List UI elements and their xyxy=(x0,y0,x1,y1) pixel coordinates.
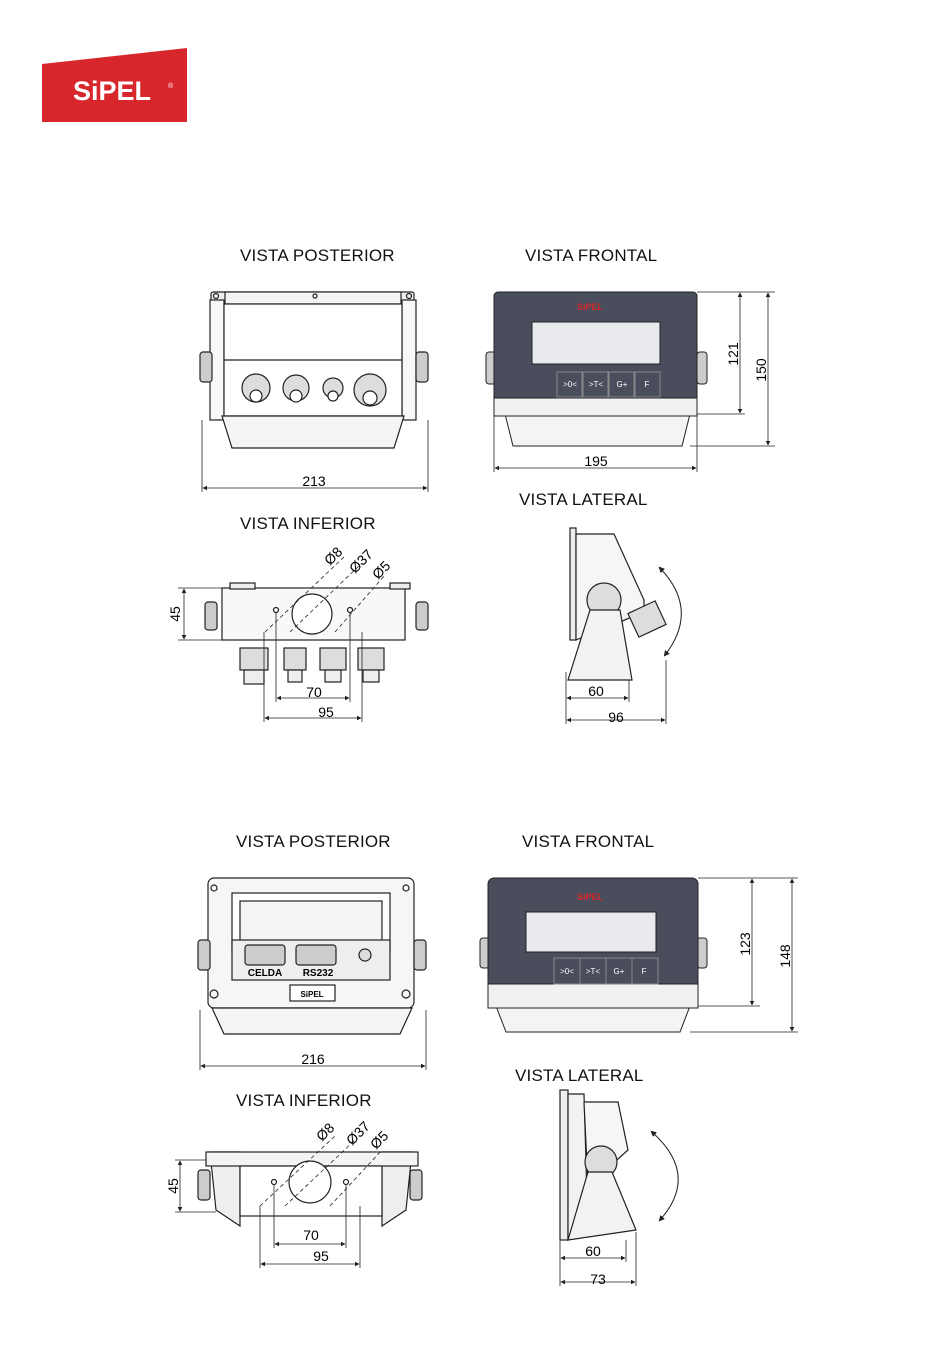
dim-hole-8-2: Ø8 xyxy=(313,1119,338,1144)
dim-inferior-height-1: 45 xyxy=(167,606,183,622)
dim-lateral-60-2: 60 xyxy=(585,1243,601,1259)
dim-width-frontal-1: 195 xyxy=(584,453,608,469)
dim-hole-5-1: Ø5 xyxy=(369,557,394,582)
frontal-view-1: SiPEL >0< >T< G+ F xyxy=(486,292,775,472)
dim-inferior-height-2: 45 xyxy=(165,1178,181,1194)
dim-inferior-70-2: 70 xyxy=(303,1227,319,1243)
dim-inferior-95-1: 95 xyxy=(318,704,334,720)
connector-rs232: RS232 xyxy=(303,968,334,979)
lateral-view-2 xyxy=(560,1090,678,1286)
posterior-view-1 xyxy=(200,292,428,492)
rear-plate-logo: SiPEL xyxy=(300,990,323,999)
dim-height-1: 150 xyxy=(753,358,769,382)
inferior-view-2 xyxy=(175,1136,422,1268)
dim-lateral-96-1: 96 xyxy=(608,709,624,725)
dim-height-2: 148 xyxy=(777,944,793,968)
frontal-logo-1: SiPEL xyxy=(577,302,604,312)
lateral-view-1 xyxy=(566,528,681,724)
dim-lateral-60-1: 60 xyxy=(588,683,604,699)
svg-text:F: F xyxy=(642,967,647,976)
dim-inner-height-2: 123 xyxy=(737,932,753,956)
dim-hole-8-1: Ø8 xyxy=(321,543,346,568)
dim-inner-height-1: 121 xyxy=(725,342,741,366)
dim-width-posterior-1: 213 xyxy=(302,473,326,489)
dim-inferior-70-1: 70 xyxy=(306,684,322,700)
svg-text:>T<: >T< xyxy=(589,380,604,389)
dim-width-posterior-2: 216 xyxy=(301,1051,325,1067)
svg-text:F: F xyxy=(645,380,650,389)
svg-text:>0<: >0< xyxy=(560,967,574,976)
dim-lateral-73-2: 73 xyxy=(590,1271,606,1287)
dim-inferior-95-2: 95 xyxy=(313,1248,329,1264)
svg-text:>T<: >T< xyxy=(586,967,601,976)
frontal-logo-2: SiPEL xyxy=(577,892,604,902)
svg-text:>0<: >0< xyxy=(563,380,577,389)
inferior-view-1 xyxy=(178,556,428,722)
svg-text:G+: G+ xyxy=(617,380,628,389)
connector-celda: CELDA xyxy=(248,968,282,979)
svg-text:G+: G+ xyxy=(614,967,625,976)
